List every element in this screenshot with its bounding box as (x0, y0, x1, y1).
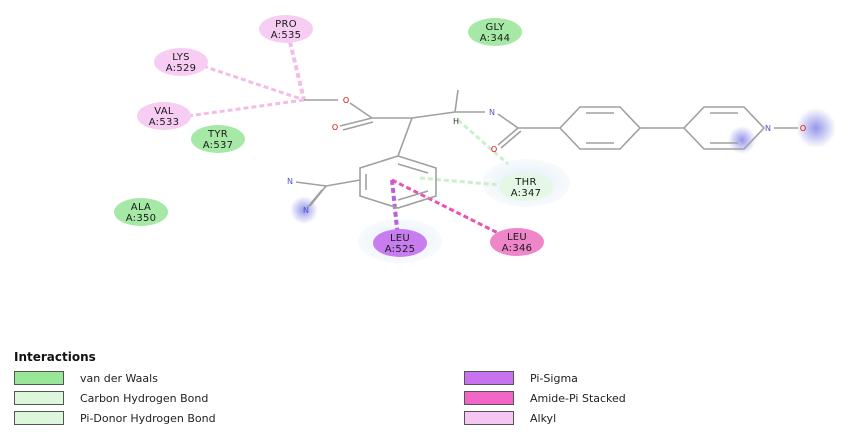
atom-o4: O (800, 124, 806, 133)
legend: Interactions van der Waals Carbon Hydrog… (14, 350, 774, 435)
residue-name: VAL (154, 106, 174, 117)
residue-label: A:347 (511, 188, 542, 199)
residue-name: PRO (275, 19, 297, 30)
residue-name: LEU (507, 232, 527, 243)
alkyl-line-lys529 (202, 64, 305, 102)
legend-item-pi-donor-hydrogen-bond: Pi-Donor Hydrogen Bond (14, 410, 216, 426)
n-glow-1 (796, 108, 836, 148)
residue-label: A:529 (166, 63, 197, 74)
legend-label: Amide-Pi Stacked (530, 391, 626, 405)
residue-label: A:535 (271, 30, 302, 41)
legend-label: Pi-Sigma (530, 371, 578, 385)
interaction-lines (187, 41, 513, 242)
interaction-diagram: O O N H O N O N N PRO A:535 GLY A:344 LY… (114, 15, 836, 263)
atom-o3: O (491, 145, 497, 154)
legend-swatch (464, 391, 514, 405)
residue-thr347[interactable]: THR A:347 (499, 173, 553, 201)
atom-n4: N (303, 206, 309, 215)
legend-label: van der Waals (80, 371, 158, 385)
atom-o1: O (343, 96, 349, 105)
residue-pro535[interactable]: PRO A:535 (259, 15, 313, 43)
residue-name: TYR (207, 129, 228, 140)
residue-val533[interactable]: VAL A:533 (137, 102, 191, 130)
alkyl-line-val533 (187, 98, 305, 118)
residue-leu346[interactable]: LEU A:346 (490, 228, 544, 256)
residue-name: GLY (485, 22, 505, 33)
legend-item-alkyl: Alkyl (464, 410, 556, 426)
residue-lys529[interactable]: LYS A:529 (154, 48, 208, 76)
legend-label: Pi-Donor Hydrogen Bond (80, 411, 216, 425)
legend-swatch (14, 371, 64, 385)
legend-item-van-der-waals: van der Waals (14, 370, 158, 386)
atom-labels: O O N H O N O N N (287, 96, 806, 215)
legend-item-carbon-hydrogen-bond: Carbon Hydrogen Bond (14, 390, 208, 406)
residue-name: ALA (131, 202, 151, 213)
legend-swatch (464, 371, 514, 385)
atom-n3: N (287, 177, 293, 186)
residue-label: A:346 (502, 243, 533, 254)
alkyl-line-pro535 (288, 41, 306, 101)
hbond-line-thr347-b (419, 176, 501, 187)
legend-title: Interactions (14, 350, 96, 364)
legend-item-pi-sigma: Pi-Sigma (464, 370, 578, 386)
n-glow-2 (728, 126, 756, 154)
legend-item-amide-pi-stacked: Amide-Pi Stacked (464, 390, 626, 406)
residue-label: A:537 (203, 140, 234, 151)
legend-label: Carbon Hydrogen Bond (80, 391, 209, 405)
residue-gly344[interactable]: GLY A:344 (468, 18, 522, 46)
residue-leu525[interactable]: LEU A:525 (373, 229, 427, 257)
hbond-line-thr347-a (457, 118, 509, 166)
atom-n1: N (489, 108, 495, 117)
ligand-skeleton (295, 89, 798, 209)
amidepi-line-leu346 (391, 178, 513, 242)
atom-h1: H (453, 117, 459, 126)
residue-label: A:344 (480, 33, 511, 44)
legend-swatch (14, 391, 64, 405)
atom-n2: N (765, 124, 771, 133)
residue-name: THR (514, 177, 536, 188)
atom-o2: O (332, 123, 338, 132)
legend-swatch (14, 411, 64, 425)
residue-ala350[interactable]: ALA A:350 (114, 198, 168, 226)
legend-label: Alkyl (530, 411, 557, 425)
residue-label: A:525 (385, 244, 416, 255)
residue-label: A:350 (126, 213, 157, 224)
residue-name: LYS (172, 52, 190, 63)
residue-label: A:533 (149, 117, 180, 128)
residue-tyr537[interactable]: TYR A:537 (191, 125, 245, 153)
pisigma-line-leu525 (390, 179, 400, 239)
legend-swatch (464, 411, 514, 425)
residue-name: LEU (390, 233, 410, 244)
